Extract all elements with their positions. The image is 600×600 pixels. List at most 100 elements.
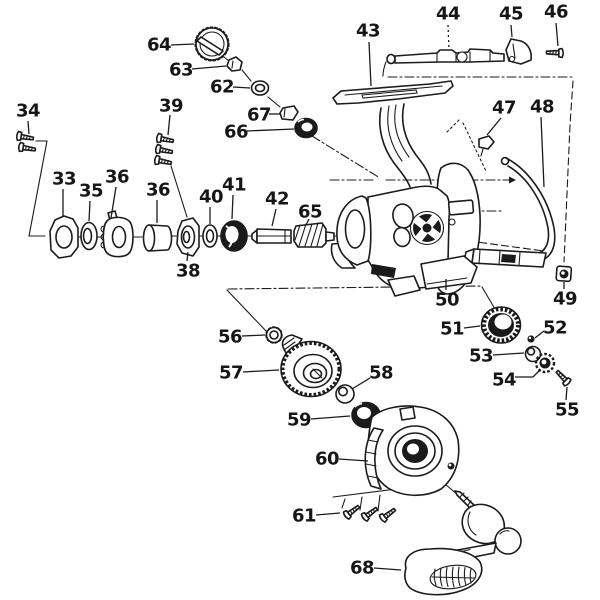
screws-39	[153, 132, 175, 168]
leader-line-54	[515, 369, 541, 378]
part-label-66: 66	[224, 122, 248, 143]
part-label-65: 65	[298, 202, 322, 223]
part-label-62: 62	[210, 77, 234, 98]
part-label-59: 59	[287, 410, 311, 431]
leader-line-60	[338, 458, 369, 462]
axis-arrowhead	[509, 176, 516, 184]
bearing-41	[220, 220, 248, 252]
leader-line-36a	[110, 186, 117, 219]
leader-line-53	[492, 352, 525, 356]
leader-line-57	[242, 369, 280, 373]
bail-arm-44	[386, 48, 505, 65]
flanged-nut-38	[176, 217, 200, 257]
leader-line-43	[368, 41, 372, 87]
part-label-60: 60	[315, 449, 339, 470]
bearing-66	[294, 117, 318, 139]
part-label-61: 61	[292, 506, 316, 527]
rotor-washer-33	[49, 215, 79, 259]
part-label-36a: 36	[105, 167, 129, 188]
part-label-49: 49	[553, 289, 577, 310]
screws-61	[341, 501, 398, 524]
leader-line-52	[534, 330, 545, 339]
leader-line-34	[27, 120, 30, 135]
leader-line-56	[241, 334, 266, 337]
nut-49	[555, 265, 573, 283]
collar-35	[80, 221, 98, 251]
pinion-gear-65	[293, 222, 335, 248]
part-label-67: 67	[247, 105, 271, 126]
side-cover-60	[364, 405, 460, 497]
screws-34	[15, 130, 37, 155]
handle-knob-68	[404, 547, 483, 596]
part-label-33: 33	[52, 169, 76, 190]
washer-40	[202, 224, 218, 248]
screw-46	[545, 47, 565, 59]
leader-line-42	[271, 208, 277, 227]
part-label-47: 47	[492, 98, 516, 119]
part-label-35: 35	[79, 181, 103, 202]
part-label-53: 53	[469, 346, 493, 367]
part-label-64: 64	[147, 35, 171, 56]
leader-line-59	[310, 415, 351, 420]
leader-line-65	[305, 218, 310, 226]
leader-line-47	[486, 117, 502, 136]
part-label-57: 57	[219, 363, 243, 384]
leader-line-58	[351, 377, 371, 390]
leader-line-45	[510, 24, 513, 38]
leader-line-39	[167, 114, 171, 136]
washer-53	[524, 345, 542, 363]
leader-line-48	[540, 116, 545, 188]
drive-gear-57	[280, 334, 342, 398]
leader-line-38	[186, 251, 189, 262]
leader-line-62	[232, 86, 251, 89]
ratchet-gear-51	[480, 306, 522, 344]
nut-54	[534, 352, 556, 374]
drag-knob-64	[194, 26, 230, 62]
clip-47	[478, 135, 495, 157]
part-label-38: 38	[176, 261, 200, 282]
reel-foot-and-stem-43	[332, 80, 454, 188]
leader-line-41	[231, 194, 234, 220]
washer-56	[265, 326, 283, 344]
part-label-44: 44	[436, 4, 460, 25]
part-label-51: 51	[440, 319, 464, 340]
leader-line-51	[463, 325, 481, 329]
part-label-34: 34	[16, 101, 40, 122]
part-label-46: 46	[544, 2, 568, 23]
leader-line-61	[315, 512, 341, 516]
ring-62	[250, 80, 270, 96]
leader-line-63	[191, 65, 227, 70]
screw-55	[552, 367, 573, 388]
ratchet-36	[100, 210, 134, 258]
clip-67	[279, 105, 299, 121]
plate-50	[420, 255, 478, 290]
kick-lever-45	[505, 38, 532, 65]
part-label-55: 55	[555, 400, 579, 421]
leader-line-68	[373, 567, 402, 571]
leader-line-66	[246, 128, 295, 132]
part-label-54: 54	[492, 370, 516, 391]
part-label-40: 40	[199, 187, 223, 208]
ball-52	[527, 335, 535, 343]
part-label-63: 63	[169, 60, 193, 81]
part-label-58: 58	[369, 363, 393, 384]
part-label-48: 48	[530, 97, 554, 118]
leader-line-55	[565, 386, 568, 401]
part-label-52: 52	[543, 318, 567, 339]
part-label-41: 41	[222, 175, 246, 196]
bail-wire-48	[463, 156, 556, 268]
part-label-50: 50	[435, 290, 459, 311]
leader-line-35	[88, 200, 91, 222]
part-label-42: 42	[265, 189, 289, 210]
part-label-43: 43	[356, 21, 380, 42]
part-label-45: 45	[499, 4, 523, 25]
main-shaft-42	[251, 228, 292, 244]
part-label-56: 56	[218, 327, 242, 348]
part-label-68: 68	[350, 558, 374, 579]
part-label-36b: 36	[146, 180, 170, 201]
collar-36b	[142, 224, 173, 252]
leader-line-64	[170, 43, 195, 46]
